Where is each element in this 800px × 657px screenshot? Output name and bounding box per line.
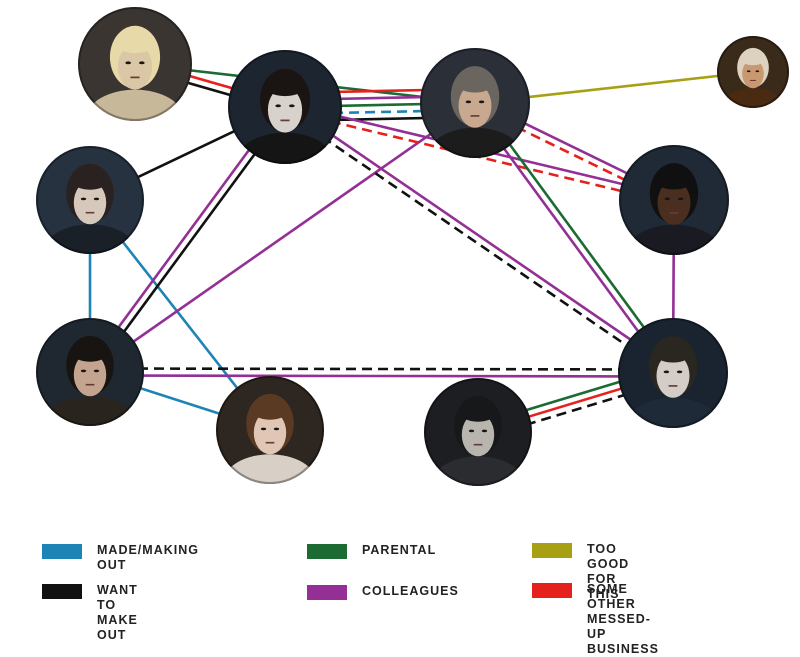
legend-label-want: WANT TO MAKE OUT (97, 583, 138, 642)
legend-swatch-made-out (42, 544, 82, 559)
portrait-young-man-long-hair (36, 146, 144, 254)
edge-colleagues-man-with-beard-stubble-to-bearded-man (89, 101, 476, 374)
legend-swatch-parental (307, 544, 347, 559)
portrait-bearded-man (420, 48, 530, 158)
legend-label-parental: PARENTAL (362, 543, 437, 557)
edge-want-man-with-beard-stubble-to-pale-young-man (89, 367, 674, 371)
edge-colleagues-bearded-man-to-pale-young-man (471, 104, 672, 376)
portrait-creature (424, 378, 532, 486)
portrait-blonde-woman (78, 7, 192, 121)
legend-label-too-good: TOO GOOD FOR THIS (587, 542, 630, 601)
legend-swatch-colleagues (307, 585, 347, 600)
portrait-dark-haired-woman (228, 50, 342, 164)
edge-want-dark-haired-woman-to-pale-young-man (282, 108, 672, 377)
legend-swatch-messed-up (532, 583, 572, 598)
legend-label-colleagues: COLLEAGUES (362, 584, 459, 598)
portrait-man-with-beard-stubble (36, 318, 144, 426)
edge-parental-bearded-man-to-pale-young-man (476, 100, 677, 372)
legend-swatch-too-good (532, 543, 572, 558)
legend-swatch-want (42, 584, 82, 599)
portrait-curly-haired-woman (216, 376, 324, 484)
portrait-pale-young-man (618, 318, 728, 428)
portrait-old-man (717, 36, 789, 108)
legend-label-messed-up: SOME OTHER MESSED- UP BUSINESS (587, 582, 659, 656)
portrait-man-in-hat (619, 145, 729, 255)
edge-colleagues-dark-haired-woman-to-pale-young-man (286, 103, 676, 372)
edge-colleagues-man-with-beard-stubble-to-pale-young-man (89, 374, 674, 378)
legend-label-made-out: MADE/MAKING OUT (97, 543, 199, 572)
node-layer (36, 7, 789, 486)
